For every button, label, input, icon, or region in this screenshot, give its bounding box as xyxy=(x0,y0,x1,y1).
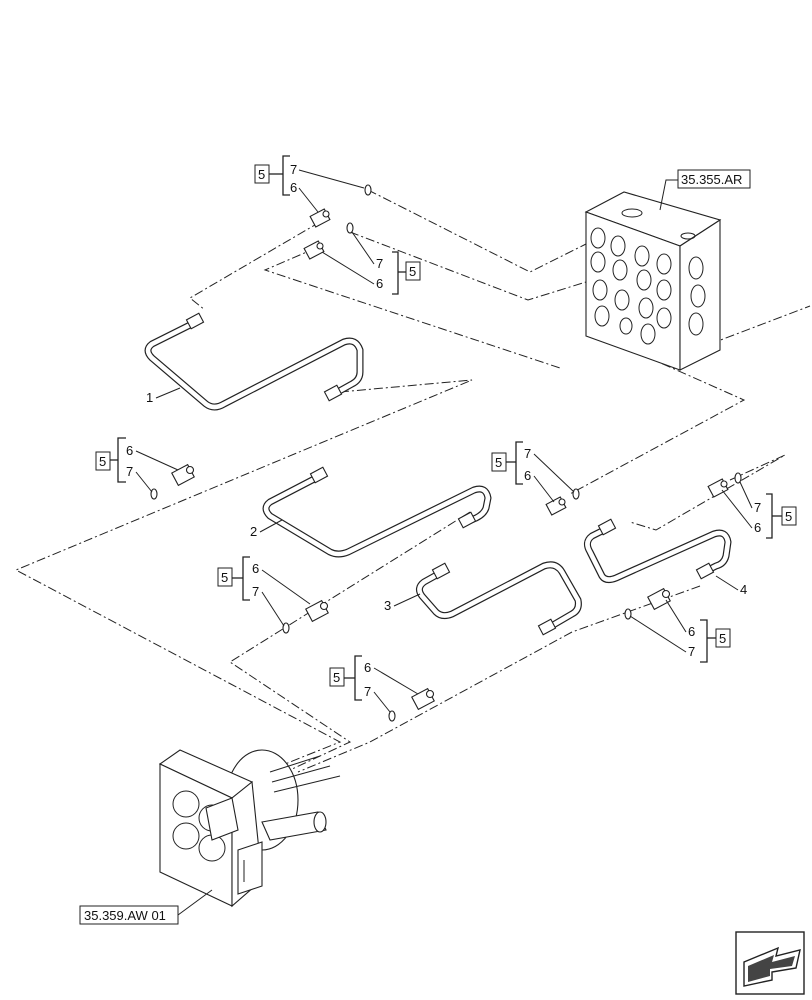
valve-block xyxy=(584,191,722,371)
callout-7: 7 xyxy=(364,684,371,699)
box-5-label: 5 xyxy=(719,631,726,646)
fitting-c xyxy=(171,463,195,487)
callout-3: 3 xyxy=(384,598,391,613)
box-5-label: 5 xyxy=(495,455,502,470)
callout-6: 6 xyxy=(252,561,259,576)
hose-1 xyxy=(144,312,364,411)
callout-6: 6 xyxy=(524,468,531,483)
callout-7: 7 xyxy=(126,464,133,479)
callout-group-center: 5 7 6 xyxy=(491,441,575,503)
fitting-b xyxy=(303,240,325,260)
callout-7: 7 xyxy=(688,644,695,659)
fitting-f xyxy=(305,599,329,623)
callout-6: 6 xyxy=(126,443,133,458)
callout-group-mid-left: 5 6 7 xyxy=(95,437,179,493)
callout-group-left-lower: 5 6 7 xyxy=(217,556,311,627)
callout-7: 7 xyxy=(252,584,259,599)
box-5-label: 5 xyxy=(785,509,792,524)
callout-7: 7 xyxy=(524,446,531,461)
callout-group-bottom: 5 6 7 xyxy=(329,655,419,713)
next-page-arrow-icon[interactable] xyxy=(735,931,805,995)
box-5-label: 5 xyxy=(333,670,340,685)
box-5-label: 5 xyxy=(221,570,228,585)
callout-7: 7 xyxy=(754,500,761,515)
hose-callouts: 1 2 3 4 xyxy=(146,387,747,613)
joystick-ref-label: 35.359.AW 01 xyxy=(84,908,166,923)
callout-4: 4 xyxy=(740,582,747,597)
callout-2: 2 xyxy=(250,524,257,539)
box-5-label: 5 xyxy=(409,264,416,279)
valve-block-ref-label: 35.355.AR xyxy=(681,172,742,187)
callout-group-top-1: 5 7 6 xyxy=(254,155,365,213)
box-5-label: 5 xyxy=(258,167,265,182)
fittings xyxy=(171,208,729,711)
valve-block-reference: 35.355.AR xyxy=(659,169,751,211)
fitting-g xyxy=(647,587,671,611)
box-5-label: 5 xyxy=(99,454,106,469)
fitting-e xyxy=(707,478,729,498)
callout-6: 6 xyxy=(376,276,383,291)
hose-4 xyxy=(583,518,732,584)
hose-3 xyxy=(415,561,582,636)
callout-7: 7 xyxy=(290,162,297,177)
fitting-h xyxy=(411,687,435,711)
joystick-reference: 35.359.AW 01 xyxy=(79,889,213,925)
callout-group-top-2: 7 6 5 xyxy=(321,231,421,295)
o-rings xyxy=(150,184,742,722)
callout-1: 1 xyxy=(146,390,153,405)
callout-7: 7 xyxy=(376,256,383,271)
callout-6: 6 xyxy=(290,180,297,195)
callout-6: 6 xyxy=(688,624,695,639)
hose-2 xyxy=(262,466,492,558)
callout-6: 6 xyxy=(364,660,371,675)
fitting-d xyxy=(545,496,567,516)
callout-group-right: 7 6 5 xyxy=(721,481,797,539)
fitting-a xyxy=(309,208,331,228)
joystick-assembly xyxy=(158,749,341,908)
callout-group-lower-right: 6 7 5 xyxy=(629,599,731,663)
callout-6: 6 xyxy=(754,520,761,535)
